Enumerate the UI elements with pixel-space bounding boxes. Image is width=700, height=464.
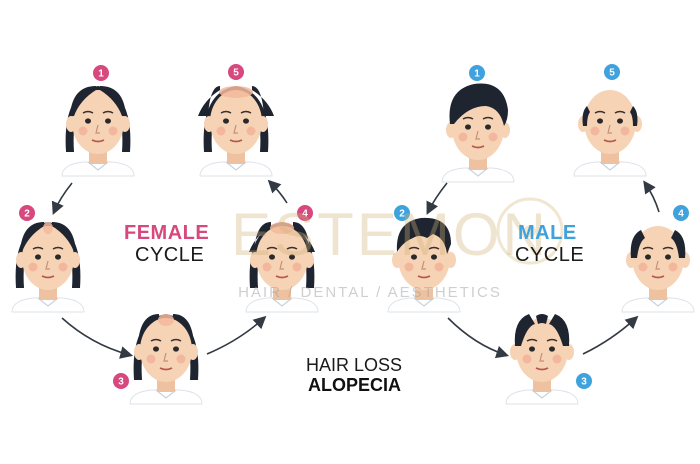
female-figure-1: [61, 86, 135, 177]
female-arrows: [51, 179, 288, 359]
female-step-badge-1-number: 1: [98, 69, 104, 80]
female-cycle-title: FEMALE: [124, 222, 210, 244]
arrow-m-3-4: [582, 315, 639, 355]
male-step-badge-5-circle: [604, 64, 620, 80]
male-step-badge-4-circle: [673, 205, 689, 221]
male-arrows: [426, 180, 660, 359]
male-step-badge-1-number: 1: [474, 69, 480, 80]
watermark-ring: [496, 197, 564, 265]
female-cycle-subtitle: CYCLE: [135, 244, 205, 266]
male-step-badge-5: 5: [604, 64, 620, 80]
female-step-badge-1-circle: [93, 65, 109, 81]
female-figure-5: [198, 86, 274, 177]
female-step-badge-3: 3: [113, 373, 129, 389]
female-step-badge-5-circle: [228, 64, 244, 80]
male-step-badge-3: 3: [576, 373, 592, 389]
female-figure-2: [11, 222, 85, 313]
male-step-badge-4-number: 4: [678, 209, 684, 220]
female-figure-4: [245, 222, 319, 313]
male-step-badge-2-number: 2: [399, 209, 405, 220]
caption-hair-loss: HAIR LOSS: [306, 355, 403, 375]
arrow-f-3-4: [206, 315, 267, 355]
female-step-badge-2-circle: [19, 205, 35, 221]
arrow-m-2-3: [447, 317, 510, 359]
female-step-badge-5-number: 5: [233, 68, 239, 79]
female-figure-3: [129, 314, 203, 405]
female-step-badge-3-number: 3: [118, 377, 124, 388]
male-cycle-subtitle: CYCLE: [515, 244, 585, 266]
male-step-badge-3-number: 3: [581, 377, 587, 388]
male-step-badge-1-circle: [469, 65, 485, 81]
female-step-badge-1: 1: [93, 65, 109, 81]
female-step-badge-4-number: 4: [302, 209, 308, 220]
female-step-badge-4-circle: [297, 205, 313, 221]
male-step-badge-2: 2: [394, 205, 410, 221]
arrow-f-4-5: [267, 179, 288, 204]
male-step-badge-5-number: 5: [609, 68, 615, 79]
arrow-m-4-5: [643, 180, 660, 213]
arrow-f-2-3: [61, 317, 134, 359]
male-figure-2: [387, 217, 461, 313]
arrow-m-1-2: [426, 182, 448, 215]
male-step-badge-4: 4: [673, 205, 689, 221]
female-step-badge-5: 5: [228, 64, 244, 80]
female-step-badge-3-circle: [113, 373, 129, 389]
male-figure-4: [621, 226, 695, 313]
male-step-badge-2-circle: [394, 205, 410, 221]
male-step-badge-1: 1: [469, 65, 485, 81]
caption-alopecia: ALOPECIA: [308, 375, 402, 395]
male-figure-3: [505, 314, 579, 405]
watermark-tagline: HAIR / DENTAL / AESTHETICS: [238, 284, 502, 301]
female-step-badge-2: 2: [19, 205, 35, 221]
male-figure-5: [573, 90, 647, 177]
female-step-badge-2-number: 2: [24, 209, 30, 220]
male-figure-1: [441, 83, 515, 183]
male-cycle-title: MALE: [518, 222, 577, 244]
male-step-badge-3-circle: [576, 373, 592, 389]
female-step-badge-4: 4: [297, 205, 313, 221]
arrow-f-1-2: [51, 182, 73, 215]
watermark-brand: ESTEMON: [231, 201, 549, 268]
